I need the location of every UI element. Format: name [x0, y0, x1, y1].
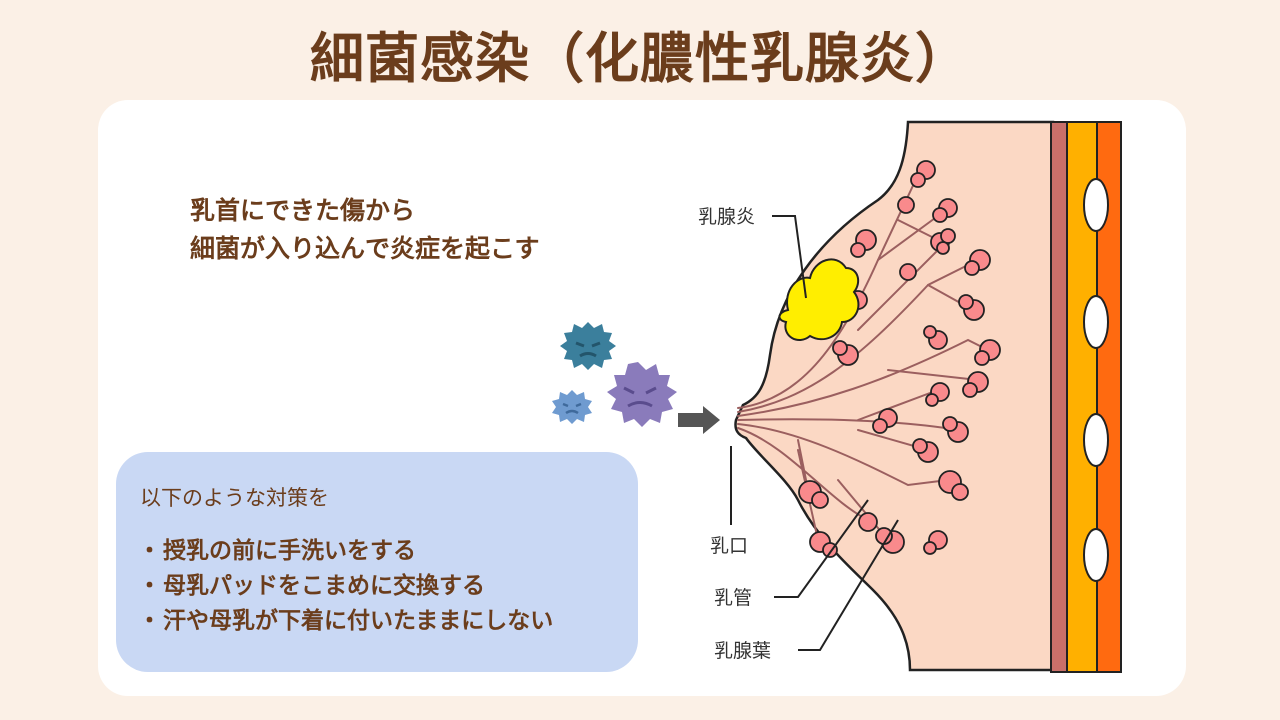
cause-line-2: 細菌が入り込んで炎症を起こす: [190, 234, 540, 263]
breast-body: [734, 120, 1055, 672]
bacteria-icon: [552, 390, 592, 424]
cause-text: 乳首にできた傷から 細菌が入り込んで炎症を起こす: [190, 192, 540, 268]
bacteria-icon: [560, 322, 616, 370]
rib: [1083, 178, 1109, 232]
content-card: 乳首にできた傷から 細菌が入り込んで炎症を起こす 以下のような対策を ・授乳の前…: [98, 100, 1186, 696]
breast-diagram: 乳腺炎 乳口 乳管 乳腺葉: [552, 120, 1122, 673]
measures-heading: 以下のような対策を: [140, 486, 329, 510]
measure-text: 汗や母乳が下着に付いたままにしない: [163, 608, 554, 634]
list-item: ・汗や母乳が下着に付いたままにしない: [138, 604, 553, 639]
cause-line-1: 乳首にできた傷から: [190, 196, 416, 225]
rib: [1083, 413, 1109, 467]
bacteria-icon: [607, 362, 677, 427]
bullet: ・: [138, 573, 161, 599]
leader-lines: [730, 215, 899, 651]
rib: [1083, 528, 1109, 582]
chest-wall-layer: [1050, 121, 1068, 673]
list-item: ・母乳パッドをこまめに交換する: [138, 569, 553, 604]
measures-list: ・授乳の前に手洗いをする ・母乳パッドをこまめに交換する ・汗や母乳が下着に付い…: [138, 534, 553, 639]
measure-text: 母乳パッドをこまめに交換する: [163, 573, 485, 599]
rib: [1083, 295, 1109, 349]
list-item: ・授乳の前に手洗いをする: [138, 534, 553, 569]
inflammation-area: [778, 258, 860, 341]
label-lobule: 乳腺葉: [714, 640, 771, 662]
label-milk-duct: 乳管: [714, 587, 752, 609]
mammary-lobules: [798, 160, 1001, 558]
measure-text: 授乳の前に手洗いをする: [163, 538, 416, 564]
page-title: 細菌感染（化膿性乳腺炎）: [310, 27, 970, 90]
bullet: ・: [138, 538, 161, 564]
bullet: ・: [138, 608, 161, 634]
arrow-right-icon: [678, 406, 720, 434]
label-nipple-opening: 乳口: [710, 535, 748, 557]
measures-box: 以下のような対策を ・授乳の前に手洗いをする ・母乳パッドをこまめに交換する ・…: [116, 452, 638, 672]
label-mastitis: 乳腺炎: [698, 206, 755, 228]
